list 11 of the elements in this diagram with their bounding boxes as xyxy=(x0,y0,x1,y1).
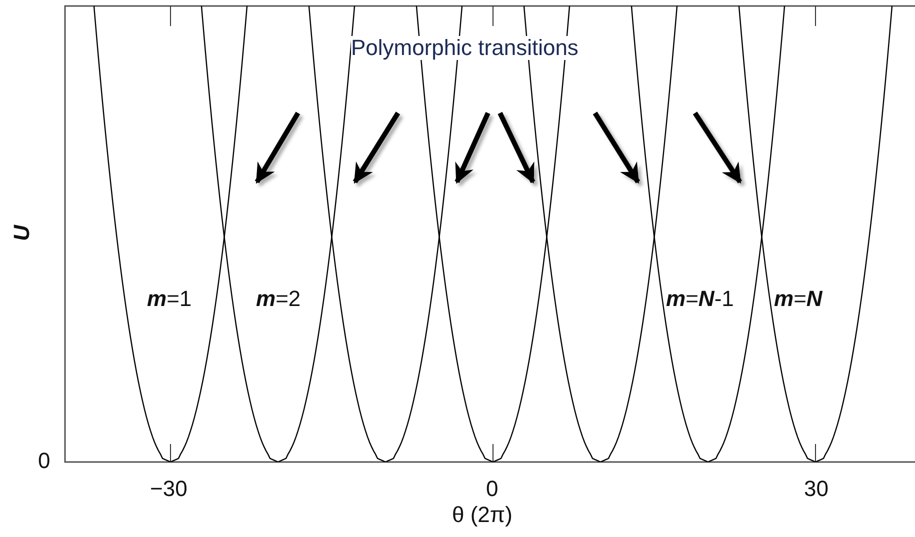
axis-title: U xyxy=(10,225,33,241)
annotation-text: Polymorphic transitions xyxy=(351,36,578,60)
well-label: m=2 xyxy=(256,288,301,310)
tick-label: 0 xyxy=(486,478,498,500)
tick-label: −30 xyxy=(150,478,188,500)
tick-label: 30 xyxy=(804,478,828,500)
axis-title: θ (2π) xyxy=(452,504,512,526)
tick-label: 0 xyxy=(38,450,50,472)
well-label: m=N xyxy=(774,288,822,310)
well-label: m=1 xyxy=(147,288,192,310)
well-label: m=N-1 xyxy=(666,288,734,310)
